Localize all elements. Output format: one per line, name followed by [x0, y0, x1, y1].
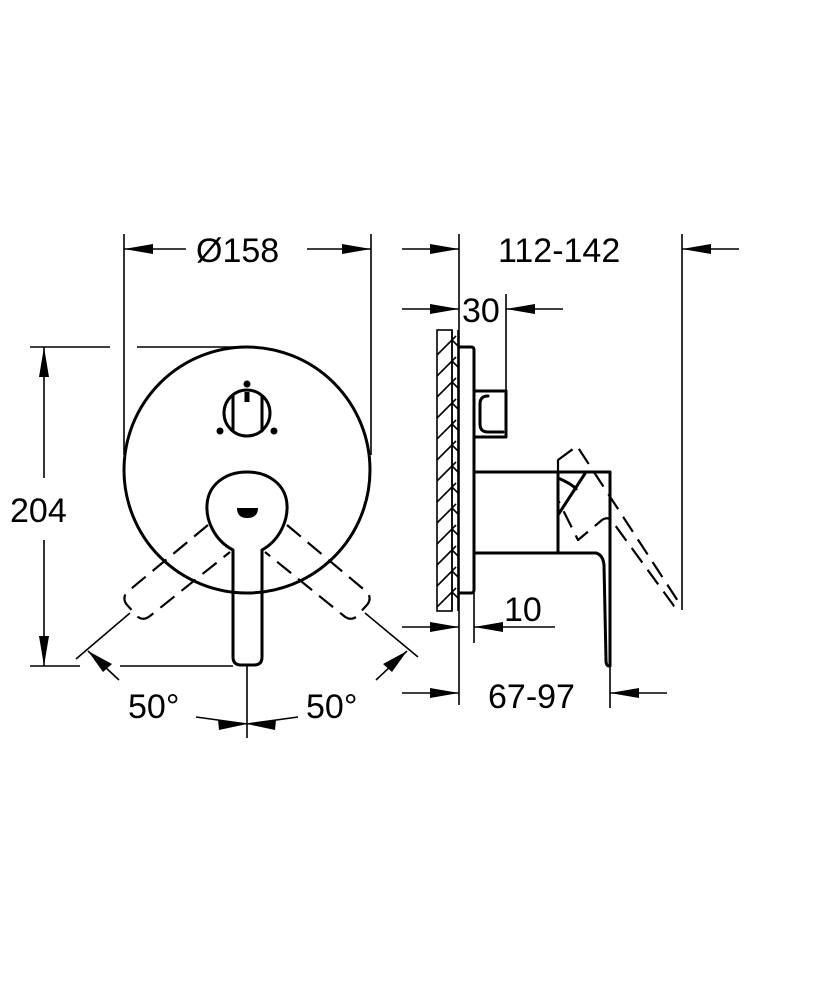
escutcheon-side-profile: [457, 345, 476, 595]
plate-offset-dimension: 10: [402, 591, 555, 643]
lever-body-side: [472, 470, 612, 668]
overall-depth-dimension: 112-142: [402, 232, 739, 705]
handle-depth-dimension: 67-97: [402, 666, 667, 716]
diameter-label: Ø158: [196, 232, 279, 270]
escutcheon-plate: [122, 345, 372, 595]
overall-depth-label: 112-142: [498, 232, 620, 270]
lever-rotation-left-dashed: [123, 524, 231, 620]
handle-depth-label: 67-97: [488, 678, 575, 716]
angle-dimensions: 50° 50°: [75, 612, 419, 738]
diverter-depth-label: 30: [462, 292, 500, 330]
plate-offset-label: 10: [504, 591, 542, 629]
angle-left-label: 50°: [128, 688, 179, 726]
diverter-knob-side: [472, 389, 508, 439]
front-view: Ø158 204: [10, 232, 419, 738]
diverter-depth-dimension: 30: [402, 292, 563, 395]
diverter-knob-icon: [216, 380, 278, 438]
lever-handle: [205, 470, 289, 667]
side-view: 112-142 30: [402, 232, 739, 716]
height-dimension: 204: [10, 346, 240, 667]
lever-rotation-side-dashed: [556, 444, 680, 608]
wall-section-hatched: [436, 329, 459, 612]
lever-rotation-right-dashed: [264, 524, 371, 620]
angle-right-label: 50°: [306, 688, 357, 726]
height-label: 204: [10, 492, 67, 530]
diameter-dimension: Ø158: [123, 232, 372, 455]
